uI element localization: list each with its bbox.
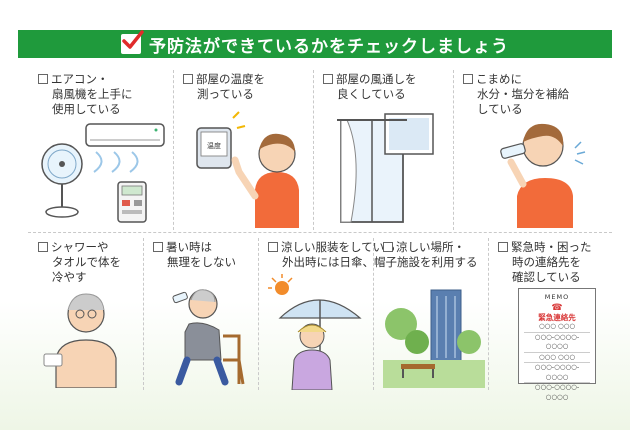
header-banner: 予防法ができているかをチェックしましょう	[18, 30, 612, 58]
checkbox[interactable]	[268, 242, 278, 252]
thermometer-label: 温度	[207, 141, 221, 150]
divider	[258, 238, 259, 390]
memo-entry: ○○○-○○○○-○○○○	[524, 363, 590, 383]
check-item-hydration[interactable]: こまめに 水分・塩分を補給 している	[463, 72, 613, 230]
item-label: こまめに 水分・塩分を補給 している	[463, 72, 569, 117]
parasol-person-illustration	[268, 274, 362, 390]
checkbox[interactable]	[38, 242, 48, 252]
memo-card: MEMO ☎ 緊急連絡先 ○○○ ○○○ ○○○-○○○○-○○○○ ○○○ ○…	[518, 288, 596, 401]
towel-person-illustration	[43, 293, 117, 388]
item-label: 部屋の風通しを 良くしている	[323, 72, 417, 102]
check-item-no-overexertion[interactable]: 暑い時は 無理をしない	[153, 240, 255, 390]
park-building-illustration	[383, 289, 485, 388]
memo-entry: ○○○ ○○○	[524, 322, 590, 333]
memo-heading: MEMO	[544, 293, 570, 301]
divider	[373, 238, 374, 390]
item-label: エアコン・ 扇風機を上手に 使用している	[38, 72, 133, 117]
memo-title: 緊急連絡先	[538, 312, 576, 322]
divider	[453, 70, 454, 230]
item-label: 緊急時・困った 時の連絡先を 確認している	[498, 240, 592, 285]
check-item-emergency-contacts[interactable]: 緊急時・困った 時の連絡先を 確認している MEMO ☎ 緊急連絡先 ○○○ ○…	[498, 240, 614, 401]
checkbox[interactable]	[383, 242, 393, 252]
divider	[143, 238, 144, 390]
item-label: 暑い時は 無理をしない	[153, 240, 236, 270]
memo-entry: ○○○-○○○○-○○○○	[534, 383, 580, 401]
checkbox[interactable]	[498, 242, 508, 252]
check-item-ventilation[interactable]: 部屋の風通しを 良くしている	[323, 72, 449, 230]
drinking-person-illustration	[500, 123, 586, 228]
checkbox[interactable]	[463, 74, 473, 84]
checkbox[interactable]	[183, 74, 193, 84]
resting-elder-illustration	[172, 289, 245, 386]
check-item-room-temperature[interactable]: 部屋の温度を 測っている 温度	[183, 72, 309, 230]
check-item-cool-clothing[interactable]: 涼しい服装をしている 外出時には日傘、帽子	[268, 240, 397, 390]
check-item-cool-places[interactable]: 涼しい場所・ 施設を利用する	[383, 240, 485, 390]
phone-icon: ☎	[551, 302, 563, 313]
thermometer-person-illustration: 温度	[196, 111, 299, 228]
item-label: 涼しい服装をしている 外出時には日傘、帽子	[268, 240, 397, 270]
divider	[313, 70, 314, 230]
memo-entry: ○○○-○○○○-○○○○	[524, 333, 590, 353]
checkbox-checked-icon	[121, 30, 144, 54]
checkbox[interactable]	[323, 74, 333, 84]
divider	[28, 232, 612, 233]
divider	[488, 238, 489, 390]
check-item-cool-body[interactable]: シャワーや タオルで体を 冷やす	[38, 240, 140, 390]
checkbox[interactable]	[38, 74, 48, 84]
divider	[173, 70, 174, 230]
item-label: シャワーや タオルで体を 冷やす	[38, 240, 121, 285]
item-label: 部屋の温度を 測っている	[183, 72, 265, 102]
page-title: 予防法ができているかをチェックしましょう	[149, 36, 509, 57]
aircon-fan-illustration	[41, 123, 165, 223]
check-item-aircon-fan[interactable]: エアコン・ 扇風機を上手に 使用している	[38, 72, 168, 230]
window-illustration	[337, 113, 434, 223]
memo-entry: ○○○ ○○○	[524, 353, 590, 363]
item-label: 涼しい場所・ 施設を利用する	[383, 240, 478, 270]
checkbox[interactable]	[153, 242, 163, 252]
